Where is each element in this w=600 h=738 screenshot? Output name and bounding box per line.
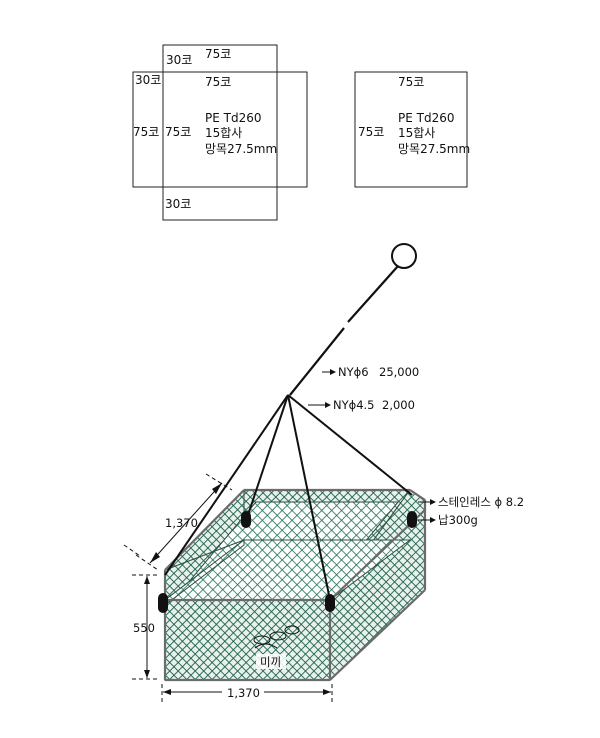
pattern-b-panel <box>354 71 468 188</box>
main-rope-lower <box>289 327 345 396</box>
pattern-a-left-count-inner: 75코 <box>165 125 191 139</box>
pattern-a-inner-top-count: 75코 <box>205 47 231 61</box>
bait-fish-icon <box>253 625 300 649</box>
rope-branch-length: 2,000 <box>382 398 415 412</box>
pattern-b-top-count: 75코 <box>398 75 424 89</box>
pattern-a-top-count: 30코 <box>166 53 192 67</box>
pattern-b-left-count: 75코 <box>358 125 384 139</box>
stainless-frame <box>163 488 427 682</box>
depth-dimension-label: 1,370 <box>165 516 198 530</box>
pattern-b-material: PE Td260 <box>398 111 454 125</box>
depth-dimension <box>123 473 233 571</box>
bridle-ropes <box>164 394 413 601</box>
weight-icon <box>325 594 335 612</box>
trap-illustration: 미끼 NYϕ6 25,000 NYϕ4.5 2,000 스테인레스 ϕ 8.2 … <box>123 243 524 704</box>
frame-label: 스테인레스 ϕ 8.2 <box>438 495 524 509</box>
bait-label: 미끼 <box>260 655 281 669</box>
pattern-a-mesh: 망목27.5mm <box>205 142 277 156</box>
bait-label-bg <box>256 654 286 669</box>
height-dimension <box>132 574 160 680</box>
pattern-b-ply: 15합사 <box>398 126 435 140</box>
height-dimension-label: 550 <box>133 621 155 635</box>
pattern-a-horizontal-panel <box>132 71 308 188</box>
pattern-a-bottom-count: 30코 <box>165 197 191 211</box>
pattern-b-mesh: 망목27.5mm <box>398 142 470 156</box>
rope-main-length: 25,000 <box>379 365 419 379</box>
weight-icon <box>407 511 417 528</box>
weight-icon <box>158 593 168 613</box>
buoy-ring-icon <box>391 243 417 269</box>
net-pattern-b: 75코 75코 PE Td260 15합사 망목27.5mm <box>354 71 470 188</box>
main-rope-upper <box>347 265 399 323</box>
lead-weights <box>158 511 417 613</box>
pattern-a-ply: 15합사 <box>205 126 242 140</box>
pattern-a-left-count-outer: 75코 <box>133 125 159 139</box>
net-pattern-a: 30코 75코 30코 75코 75코 75코 PE Td260 15합사 망목… <box>132 44 308 221</box>
trap-front-wall <box>164 599 331 681</box>
weight-label: 납300g <box>438 513 478 527</box>
rope-branch-label: NYϕ4.5 <box>333 398 375 412</box>
width-dimension-label: 1,370 <box>227 686 260 700</box>
weight-icon <box>241 511 251 528</box>
pattern-a-left-count-upper: 30코 <box>135 73 161 87</box>
rope-main-label: NYϕ6 <box>338 365 369 379</box>
pattern-a-inner-top-count-2: 75코 <box>205 75 231 89</box>
pattern-a-vertical-panel <box>162 44 278 221</box>
pattern-a-material: PE Td260 <box>205 111 261 125</box>
